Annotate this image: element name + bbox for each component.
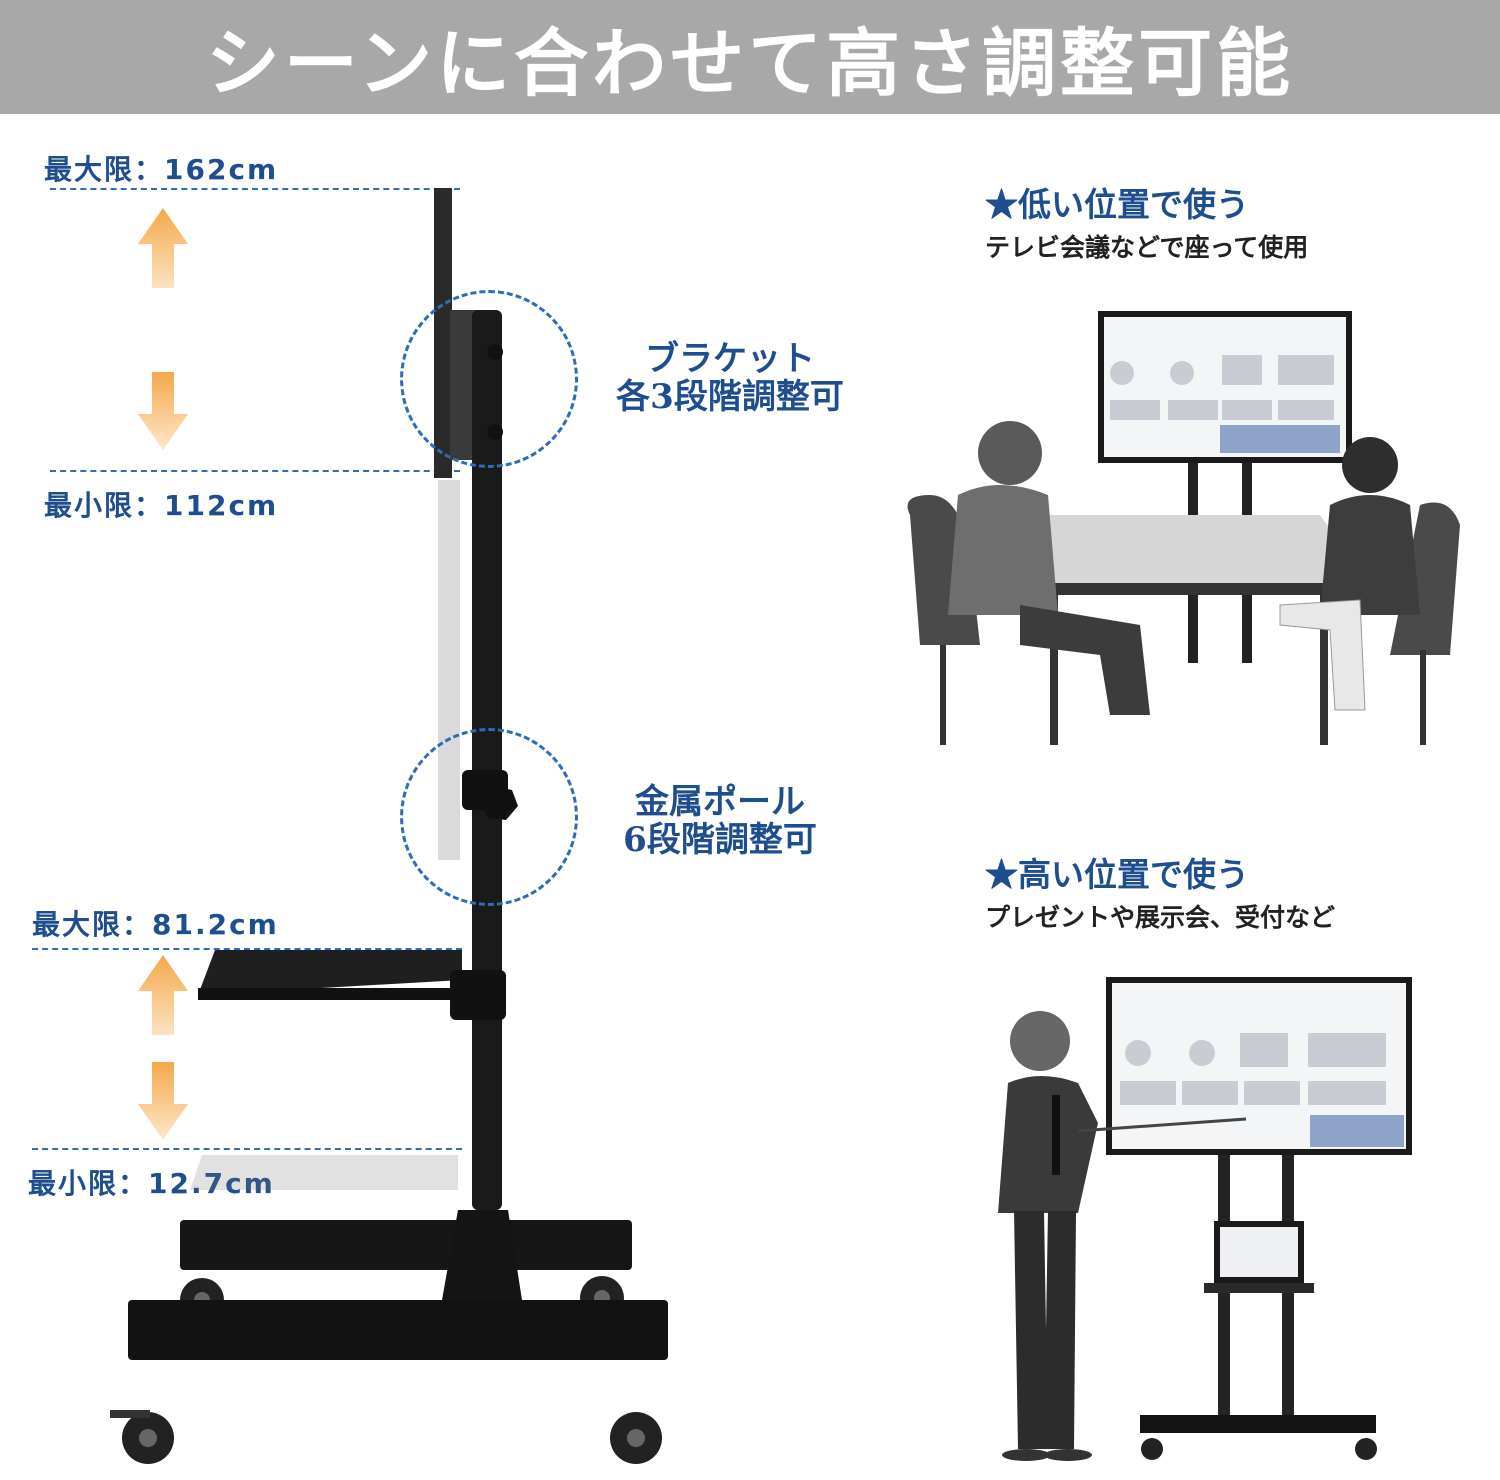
pole-callout: 金属ポール 6段階調整可 [595,783,845,859]
bracket-callout-title: ブラケット [645,339,815,379]
pole-callout-title: 金属ポール [635,782,805,822]
high-position-title: ★高い位置で使う [985,855,1249,894]
arrow-down-icon [138,372,188,450]
bracket-callout: ブラケット 各3段階調整可 [600,340,860,416]
arrow-down-icon [138,1062,188,1140]
high-position-subtitle: プレゼントや展示会、受付など [985,903,1336,932]
arrow-up-icon [138,955,188,1035]
shelf-min-height-label: 最小限：12.7cm [28,1167,275,1200]
tv-min-height-label: 最小限：112cm [44,489,279,522]
pole-callout-detail: 6段階調整可 [623,820,817,861]
low-position-title: ★低い位置で使う [985,185,1249,224]
shelf-max-height-line [32,948,462,950]
presentation-illustration [998,977,1412,1461]
tv-max-height-label: 最大限：162cm [44,153,279,186]
shelf-max-height-label: 最大限：81.2cm [32,908,279,941]
bracket-callout-detail: 各3段階調整可 [616,377,844,418]
tv-max-height-line [50,188,460,190]
shelf-min-height-line [32,1148,462,1150]
low-position-subtitle: テレビ会議などで座って使用 [985,233,1309,262]
header-banner: シーンに合わせて高さ調整可能 [0,0,1500,114]
tv-min-height-line [50,470,460,472]
arrow-up-icon [138,208,188,288]
meeting-illustration [907,311,1460,745]
pole-callout-circle [400,728,578,906]
bracket-callout-circle [400,290,578,468]
page-title: シーンに合わせて高さ調整可能 [205,20,1295,107]
